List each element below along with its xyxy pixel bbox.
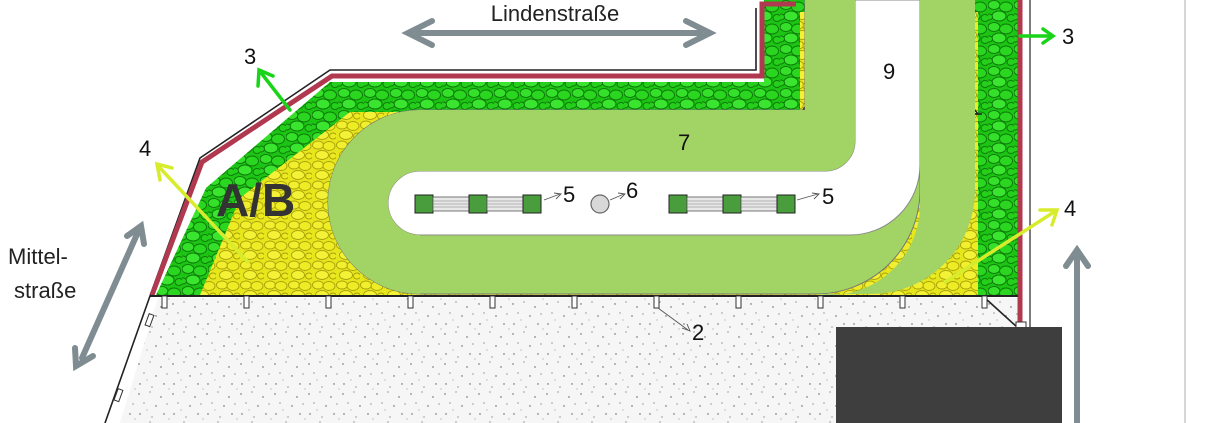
callout-4-left: 4 xyxy=(139,136,151,161)
street-label-mittelstrasse-2: straße xyxy=(14,278,76,303)
gravel-area xyxy=(120,298,1018,423)
arrow-4-right xyxy=(943,208,1060,284)
callout-3-left: 3 xyxy=(244,44,256,69)
path-upper-left-arm xyxy=(328,0,855,294)
street-label-mittelstrasse-1: Mittel- xyxy=(8,244,68,269)
fence-posts xyxy=(113,295,1027,403)
property-boundary-outer xyxy=(104,8,757,423)
gravel-boundary-diagonal xyxy=(984,297,1019,329)
callout-3-right: 3 xyxy=(1062,24,1074,49)
callout-5-right: 5 xyxy=(822,184,834,209)
bench-left xyxy=(414,194,542,214)
street-arrow-mittelstrasse xyxy=(72,220,147,372)
zone-label-ab: A/B xyxy=(216,174,295,226)
callout-5-left: 5 xyxy=(563,182,575,207)
planting-strip-top xyxy=(206,0,800,230)
street-label-lindenstrasse: Lindenstraße xyxy=(491,1,619,26)
callout-6: 6 xyxy=(626,178,638,203)
planting-strip-right xyxy=(978,0,1018,295)
arrow-3-right xyxy=(1018,27,1057,45)
pointer-lines xyxy=(543,192,820,332)
bench-right xyxy=(668,194,796,214)
path-vertical-arm xyxy=(816,0,975,296)
callout-9: 9 xyxy=(883,59,895,84)
round-element-6 xyxy=(590,194,610,214)
arrow-4-left xyxy=(154,161,250,264)
wall-red-left xyxy=(149,1,796,296)
callout-7: 7 xyxy=(678,130,690,155)
building-block xyxy=(836,327,1062,423)
arrow-3-left xyxy=(256,67,292,112)
street-arrow-lindenstrasse xyxy=(401,18,717,48)
street-arrow-right xyxy=(1063,244,1091,423)
callout-2: 2 xyxy=(692,320,704,345)
callout-4-right: 4 xyxy=(1064,196,1076,221)
